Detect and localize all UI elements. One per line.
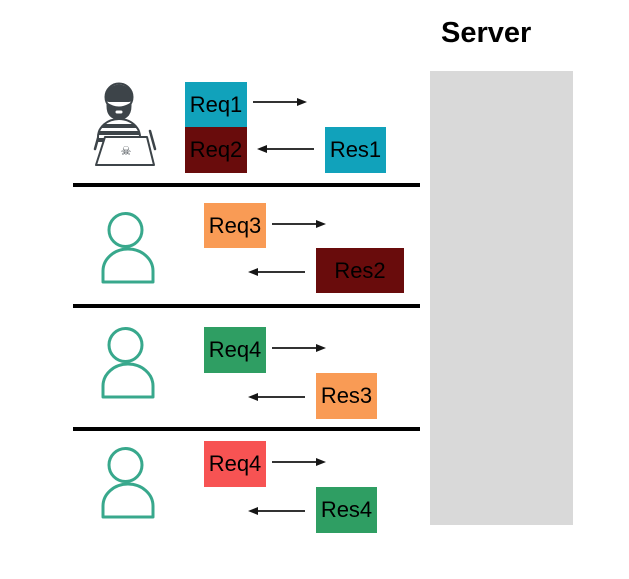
response-box-res3: Res3 [316, 373, 377, 419]
server-box [430, 71, 573, 525]
request-box-req4: Req4 [204, 327, 266, 373]
user-icon [100, 445, 156, 519]
arrow-right-icon [272, 458, 326, 466]
user-icon [100, 325, 156, 399]
response-label: Res2 [334, 257, 386, 283]
response-label: Res1 [329, 137, 382, 162]
response-label: Res4 [320, 497, 373, 522]
arrow-left-icon [248, 393, 305, 401]
user-icon [100, 210, 156, 284]
skull-icon: ☠ [121, 144, 132, 158]
response-box-res1: Res1 [325, 127, 386, 173]
response-box-res2: Res2 [316, 248, 404, 293]
arrow-left-icon [248, 507, 305, 515]
arrow-right-icon [272, 220, 326, 228]
request-label: Req4 [208, 337, 262, 362]
request-box-req2: Req2 [185, 127, 247, 173]
hacker-icon: ☠ [92, 81, 158, 169]
request-label: Req2 [189, 137, 243, 162]
server-title: Server [441, 17, 532, 49]
arrow-right-icon [272, 344, 326, 352]
request-label: Req1 [189, 91, 243, 117]
request-box-req3: Req3 [204, 203, 266, 248]
arrow-left-icon [257, 145, 314, 153]
request-label: Req4 [208, 451, 262, 476]
arrow-left-icon [248, 268, 305, 276]
request-label: Req3 [208, 212, 262, 238]
row-separator [73, 427, 420, 431]
row-separator [73, 183, 420, 187]
request-box-req1: Req1 [185, 82, 247, 127]
row-separator [73, 304, 420, 308]
response-box-res4: Res4 [316, 487, 377, 533]
arrow-right-icon [253, 98, 307, 106]
request-box-req4-second: Req4 [204, 441, 266, 487]
response-label: Res3 [320, 383, 373, 408]
